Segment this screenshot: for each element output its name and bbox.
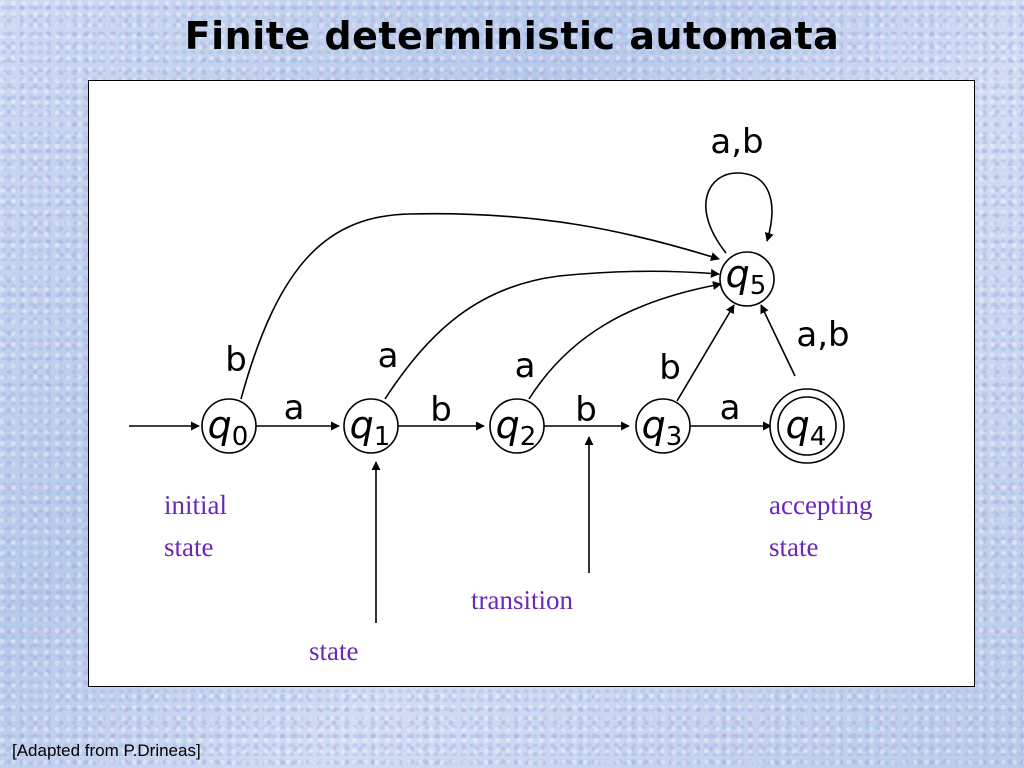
initial-state-annotation-line2: state [164,532,214,562]
state-q4-circle [777,396,837,456]
label-q0-q5: b [225,340,247,380]
accepting-state-annotation-line2: state [769,532,819,562]
state-q5-label: q5 [726,252,767,301]
state-annotation-text: state [309,636,359,666]
label-q5-self-loop: a,b [710,122,763,162]
state-annotation: state [309,630,358,672]
state-q2-label: q2 [496,403,537,452]
slide-title: Finite deterministic automata [184,14,840,58]
transition-q3-q5 [676,304,735,402]
transition-q0-q5 [240,212,720,400]
state-q3-circle [635,398,691,454]
label-q3-q4: a [720,388,741,428]
state-q1-label: q1 [350,403,391,452]
transition-annotation-text: transition [471,585,573,615]
accepting-state-annotation: accepting state [769,484,872,568]
transition-annotation: transition [471,579,573,621]
transition-q5-self-loop [705,172,774,254]
state-q5-circle [719,251,775,307]
label-q2-q3: b [575,390,597,430]
state-q4-label: q4 [786,403,827,452]
automaton-diagram: q0 q1 q2 q3 q4 q5 a b b a b a a b a,b a,… [129,122,850,623]
slide-footer-credit: [Adapted from P.Drineas] [12,741,201,760]
initial-state-annotation-line1: initial [164,490,227,520]
label-q4-q5: a,b [796,315,849,355]
initial-state-annotation: initial state [164,484,227,568]
state-q0-circle [201,398,257,454]
state-q1-circle [343,398,399,454]
transition-q2-q5 [528,281,722,400]
transition-q1-q5 [384,268,720,400]
label-q1-q2: b [430,390,452,430]
state-q2-circle [489,398,545,454]
label-q2-q5: a [515,346,536,386]
transition-q4-q5 [760,304,796,377]
label-q0-q1: a [284,388,305,428]
label-q3-q5: b [659,348,681,388]
label-q1-q5: a [378,336,399,376]
state-q0-label: q0 [208,403,249,452]
state-q3-label: q3 [642,403,683,452]
diagram-panel: q0 q1 q2 q3 q4 q5 a b b a b a a b a,b a,… [88,80,975,687]
accepting-state-annotation-line1: accepting [769,490,873,520]
